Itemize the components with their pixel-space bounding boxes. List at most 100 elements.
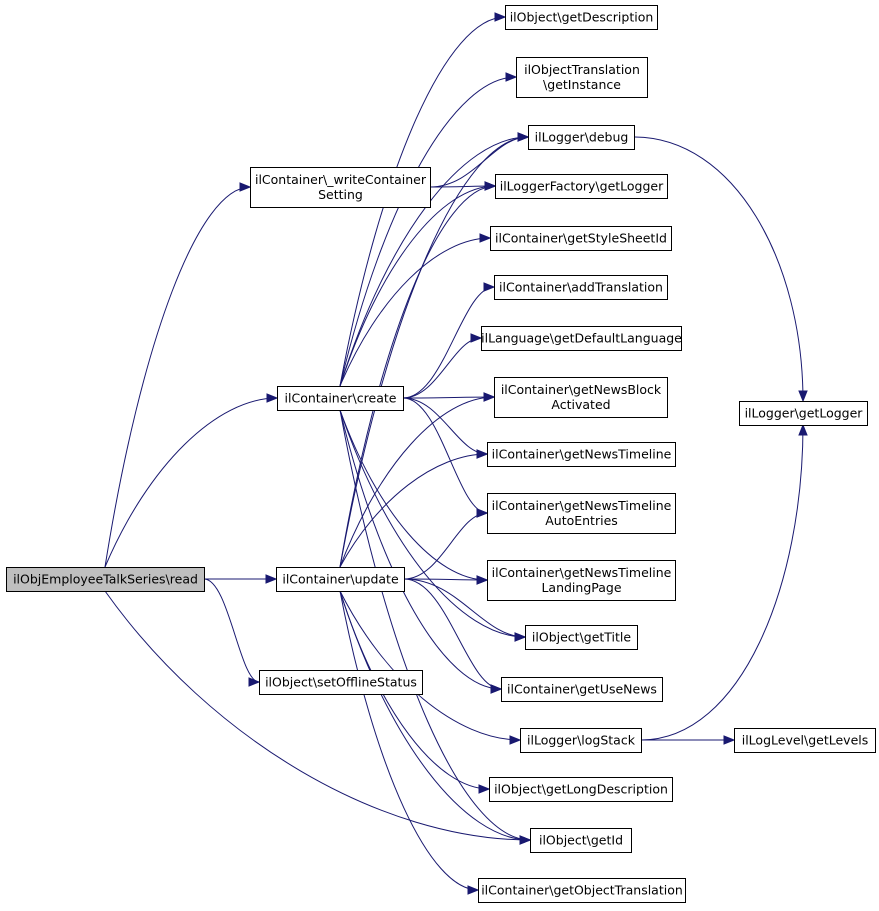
- node-ilobject-getlongdescription[interactable]: ilObject\getLongDescription: [489, 777, 673, 802]
- node-ilobject-getid[interactable]: ilObject\getId: [530, 828, 632, 853]
- edge-line: [339, 590, 479, 891]
- edge-line: [104, 397, 278, 568]
- edge-create-to-addtrans: [402, 282, 496, 399]
- node-illogger-getlogger[interactable]: ilLogger\getLogger: [739, 401, 868, 426]
- edge-read-to-update: [204, 574, 278, 584]
- edge-arrowhead: [476, 575, 489, 585]
- edge-line: [403, 578, 502, 690]
- node-ilobject-setofflinestatus[interactable]: ilObject\setOfflineStatus: [259, 670, 423, 695]
- edge-line: [402, 397, 488, 514]
- edge-update-to-newsblock: [339, 392, 496, 568]
- node-illanguage-getdefaultlanguage[interactable]: ilLanguage\getDefaultLanguage: [481, 326, 682, 351]
- edge-line: [339, 136, 529, 568]
- node-label: Activated: [551, 397, 610, 412]
- edge-line: [633, 136, 804, 402]
- node-box: [530, 828, 632, 853]
- edge-line: [403, 578, 526, 638]
- edge-update-to-newstimeline: [339, 449, 489, 568]
- node-box: [520, 728, 642, 753]
- node-box: [494, 275, 668, 300]
- node-box: [487, 442, 676, 467]
- node-box: [6, 567, 205, 592]
- node-illogger-logstack[interactable]: ilLogger\logStack: [520, 728, 642, 753]
- node-box: [487, 493, 676, 534]
- edge-arrowhead: [514, 632, 527, 642]
- node-label: ilLoggerFactory\getLogger: [500, 179, 664, 194]
- node-box: [734, 728, 876, 753]
- node-box: [505, 5, 658, 30]
- node-ilobjemployeetalkseries-read[interactable]: ilObjEmployeeTalkSeries\read: [6, 567, 205, 592]
- edge-line: [339, 409, 531, 841]
- edge-read-to-setoffline: [203, 578, 261, 687]
- edge-update-to-objtrans: [339, 590, 480, 895]
- edge-line: [339, 409, 488, 581]
- edge-line: [403, 512, 488, 580]
- edge-line: [203, 578, 260, 683]
- edge-line: [402, 397, 488, 455]
- edge-arrowhead: [517, 132, 530, 142]
- node-illoglevel-getlevels[interactable]: ilLogLevel\getLevels: [734, 728, 876, 753]
- edge-create-to-getdesc: [339, 12, 507, 387]
- node-ilcontainer-getobjecttranslation[interactable]: ilContainer\getObjectTranslation: [478, 878, 686, 903]
- edge-update-to-factory: [339, 181, 497, 568]
- edge-read-to-write: [104, 182, 252, 568]
- edge-update-to-getid: [339, 590, 532, 845]
- node-label: ilLogger\debug: [535, 130, 629, 145]
- edge-update-to-usenews: [403, 578, 503, 694]
- edge-arrowhead: [248, 677, 261, 687]
- edge-line: [339, 453, 488, 568]
- node-ilcontainer-getusenews[interactable]: ilContainer\getUseNews: [501, 677, 663, 702]
- node-illogger-debug[interactable]: ilLogger\debug: [528, 125, 635, 150]
- edge-logstack-to-loggerget: [640, 423, 808, 741]
- node-label: \getInstance: [543, 77, 621, 92]
- edge-arrowhead: [484, 181, 497, 191]
- node-layer: ilObjEmployeeTalkSeries\read ilContainer\…: [6, 5, 876, 903]
- node-box: [528, 125, 635, 150]
- edge-create-to-newsauto: [402, 397, 489, 518]
- edge-arrowhead: [509, 735, 522, 745]
- node-label: ilLanguage\getDefaultLanguage: [481, 331, 682, 346]
- node-illoggerfactory-getlogger[interactable]: ilLoggerFactory\getLogger: [495, 174, 668, 199]
- edge-update-to-debug: [339, 132, 530, 568]
- node-label: LandingPage: [541, 580, 621, 595]
- node-label: ilContainer\getNewsTimeline: [492, 565, 672, 580]
- node-ilobjecttranslation-getinstance[interactable]: ilObjectTranslation\getInstance: [516, 57, 648, 98]
- edge-line: [339, 185, 496, 568]
- node-ilcontainer-addtranslation[interactable]: ilContainer\addTranslation: [494, 275, 668, 300]
- edge-line: [339, 185, 496, 387]
- node-ilcontainer-update[interactable]: ilContainer\update: [276, 567, 405, 592]
- edge-debug-to-loggerget: [633, 136, 808, 403]
- node-ilcontainer-getstylesheetid[interactable]: ilContainer\getStyleSheetId: [490, 226, 672, 251]
- edge-arrowhead: [494, 12, 507, 22]
- node-box: [494, 377, 668, 418]
- node-ilcontainer-getnewstimeline[interactable]: ilContainer\getNewsTimeline: [487, 442, 676, 467]
- node-box: [490, 226, 672, 251]
- edge-logstack-to-levels: [640, 735, 736, 745]
- edge-line: [339, 409, 526, 638]
- edge-update-to-logstack: [339, 590, 522, 745]
- edge-arrowhead: [470, 333, 483, 343]
- edge-layer: [104, 12, 808, 895]
- node-box: [250, 167, 431, 208]
- node-label: ilObject\getTitle: [532, 630, 631, 645]
- node-label: ilContainer\getNewsTimeline: [492, 498, 672, 513]
- edge-line: [104, 590, 531, 841]
- node-box: [739, 401, 868, 426]
- node-ilcontainer-create[interactable]: ilContainer\create: [277, 386, 404, 411]
- edge-arrowhead: [239, 182, 252, 192]
- edge-arrowhead: [476, 508, 489, 518]
- node-box: [495, 174, 668, 199]
- node-ilobject-gettitle[interactable]: ilObject\getTitle: [525, 625, 638, 650]
- node-label: ilContainer\getStyleSheetId: [495, 231, 667, 246]
- node-box: [481, 326, 682, 351]
- node-box: [259, 670, 423, 695]
- node-label: ilContainer\_writeContainer: [255, 172, 427, 187]
- node-ilobject-getdescription[interactable]: ilObject\getDescription: [505, 5, 658, 30]
- edge-line: [402, 337, 482, 399]
- edge-read-to-getid: [104, 590, 532, 845]
- edge-arrowhead: [478, 784, 491, 794]
